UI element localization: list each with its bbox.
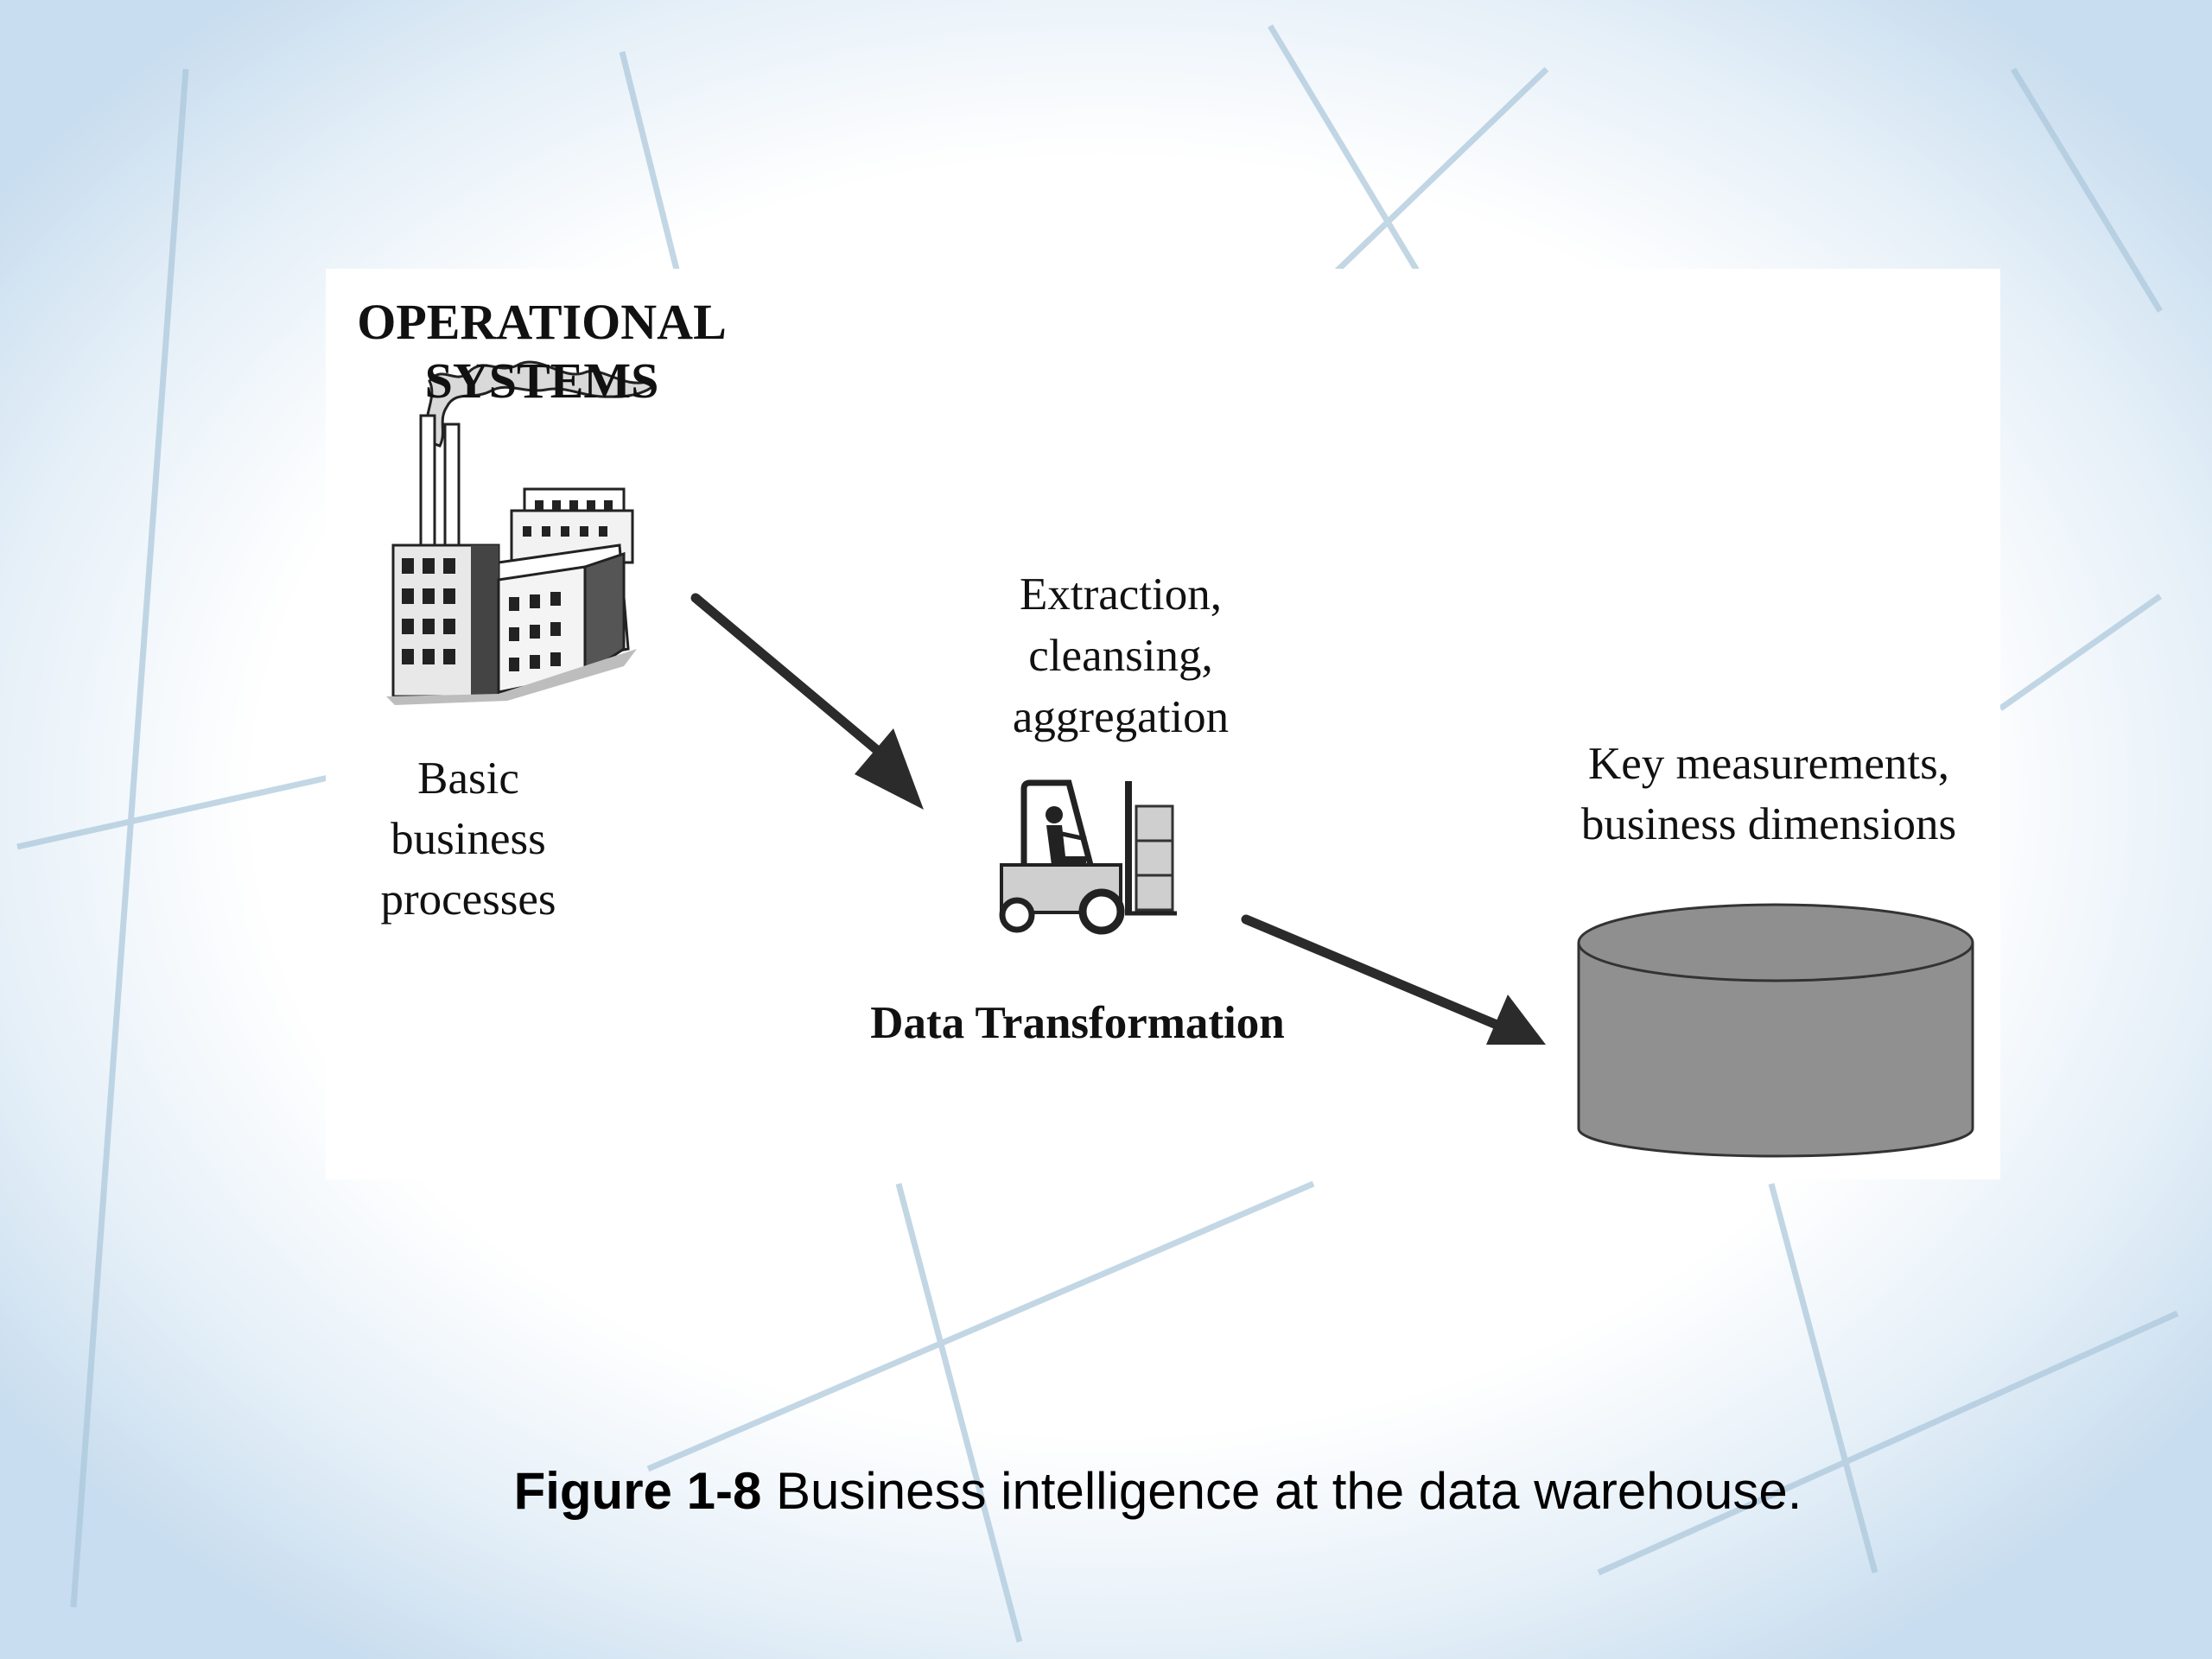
extraction-line3: aggregation [1012, 692, 1230, 742]
operational-systems-line1: OPERATIONAL [357, 294, 727, 350]
diagram-graphics [386, 360, 1974, 1158]
operational-systems-title: OPERATIONAL SYSTEMS [326, 293, 758, 410]
key-measurements-label: Key measurements, business dimensions [1544, 734, 1993, 855]
figure-caption: Figure 1-8 Business intelligence at the … [259, 1460, 2056, 1522]
extraction-line1: Extraction, [1020, 569, 1222, 620]
basic-processes-line1: Basic [417, 753, 519, 804]
extraction-line2: cleansing, [1028, 631, 1213, 681]
forklift-icon [999, 779, 1177, 935]
figure-number: Figure 1-8 [513, 1462, 762, 1520]
basic-processes-line2: business [391, 814, 546, 864]
basic-processes-label: Basic business processes [326, 748, 611, 930]
operational-systems-line2: SYSTEMS [424, 353, 659, 409]
factory-icon [386, 360, 655, 705]
bi-diagram: OPERATIONAL SYSTEMS Basic business proce… [326, 269, 2000, 1179]
background-lines [16, 24, 2179, 1643]
arrow-icon [1241, 914, 1546, 1045]
database-cylinder-icon [1577, 903, 1974, 1158]
data-transformation-label: Data Transformation [870, 998, 1285, 1048]
basic-processes-line3: processes [380, 874, 556, 925]
figure-caption-text: Business intelligence at the data wareho… [761, 1462, 1802, 1520]
arrow-icon [690, 593, 924, 810]
key-measurements-line2: business dimensions [1580, 799, 1957, 849]
extraction-label: Extraction, cleansing, aggregation [948, 564, 1294, 748]
key-measurements-line1: Key measurements, [1588, 739, 1949, 789]
